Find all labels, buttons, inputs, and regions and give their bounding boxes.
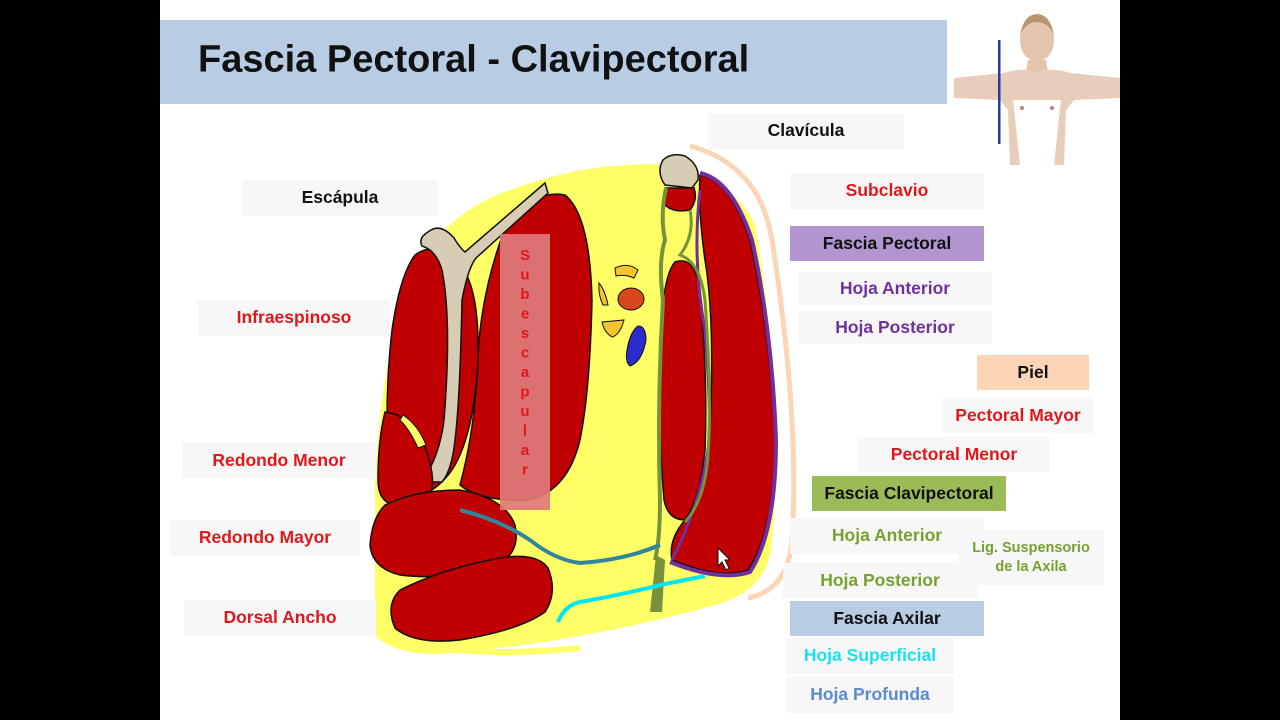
title-bar: Fascia Pectoral - Clavipectoral [160,20,947,104]
label-hoja-profunda: Hoja Profunda [786,677,954,713]
lig-suspensorio-line [650,555,665,612]
clavicula-bone [659,153,699,189]
subescapular-letter: r [522,462,528,479]
label-hoja-superficial: Hoja Superficial [786,638,954,674]
label-fascia-axilar: Fascia Axilar [790,601,984,636]
label-pectoral-menor: Pectoral Menor [858,437,1050,472]
nerve-shape-2 [598,281,609,306]
mouse-cursor [717,546,732,571]
label-lig-suspensorio: Lig. Suspensorio de la Axila [958,530,1104,585]
label-hoja-anterior-clavipectoral: Hoja Anterior [790,518,984,554]
label-subclavio: Subclavio [790,173,984,209]
body-reference-image [954,0,1120,165]
artery-shape [617,287,645,311]
label-escapula: Escápula [242,180,438,216]
label-infraespinoso: Infraespinoso [198,300,390,336]
label-dorsal-ancho: Dorsal Ancho [184,600,376,636]
subescapular-letter: a [521,364,530,381]
subescapular-letter: s [521,325,529,342]
subescapular-letter: S [520,247,530,264]
fascia-clavipectoral-line [653,187,668,561]
slide: Fascia Pectoral - Clavipectoral [160,0,1120,720]
subclavio-muscle [663,187,697,212]
fascia-axilar-superficial-line [556,574,706,623]
label-lig-line1: Lig. Suspensorio [972,540,1090,557]
fascia-axilar-profunda-line [459,508,661,566]
subescapular-letter: c [521,345,529,362]
label-hoja-posterior-clavipectoral: Hoja Posterior [783,563,977,599]
subescapular-label-box [500,234,550,510]
slide-title: Fascia Pectoral - Clavipectoral [198,38,750,81]
label-lig-line2: de la Axila [995,558,1067,575]
label-hoja-posterior-pectoral: Hoja Posterior [798,311,992,344]
subescapular-letter: u [520,403,529,420]
subescapular-letter: a [521,442,530,459]
label-clavicula: Clavícula [708,113,904,149]
dorsal-ancho-muscle [390,555,554,642]
label-piel: Piel [977,355,1089,390]
vein-shape [625,325,647,367]
label-redondo-menor: Redondo Menor [182,443,376,479]
nerve-shape [614,264,639,279]
label-fascia-clavipectoral: Fascia Clavipectoral [812,476,1006,511]
subescapular-letter: b [520,286,529,303]
subescapular-letter: p [520,384,529,401]
fascia-pectoral-line [669,171,779,578]
subescapular-letter: e [521,306,529,323]
label-redondo-mayor: Redondo Mayor [170,520,360,556]
subescapular-letter: l [523,423,527,440]
nerve-shape-3 [601,319,625,338]
subescapular-letter: u [520,267,529,284]
label-fascia-pectoral: Fascia Pectoral [790,226,984,261]
escapula-bone [420,181,549,483]
label-pectoral-mayor: Pectoral Mayor [943,398,1093,433]
label-hoja-anterior-pectoral: Hoja Anterior [798,272,992,305]
